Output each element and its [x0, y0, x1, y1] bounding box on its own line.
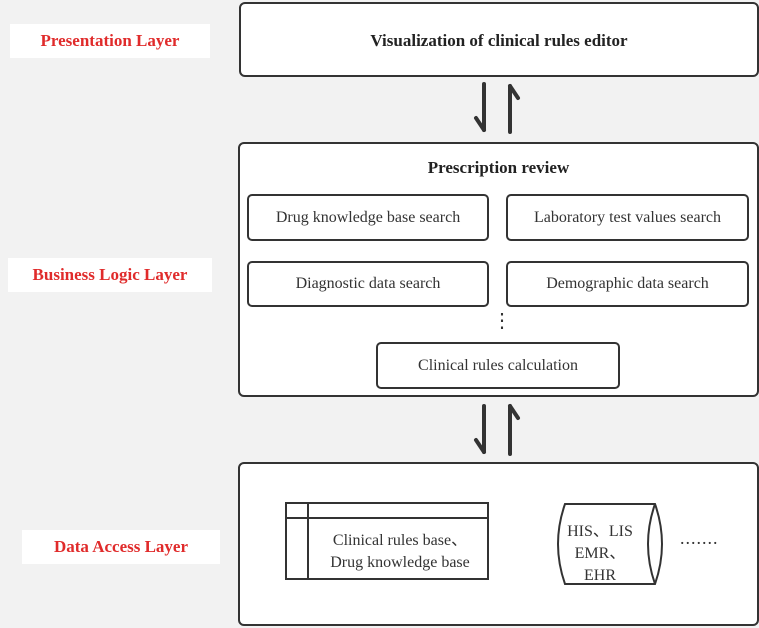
presentation-title: Visualization of clinical rules editor	[370, 31, 628, 50]
prescription-review-title: Prescription review	[427, 158, 570, 177]
presentation-box: Visualization of clinical rules editor	[239, 2, 759, 77]
bidirectional-arrow-top	[474, 82, 520, 134]
business-logic-layer-label: Business Logic Layer	[8, 258, 212, 292]
external-systems-cylinder-icon	[557, 503, 663, 585]
more-sources-ellipsis: .......	[680, 528, 719, 548]
presentation-layer-label: Presentation Layer	[10, 24, 210, 58]
drug-knowledge-search-item: Drug knowledge base search	[247, 194, 489, 241]
clinical-rules-calculation-item: Clinical rules calculation	[376, 342, 620, 389]
laboratory-test-search-item: Laboratory test values search	[506, 194, 749, 241]
demographic-data-search-item: Demographic data search	[506, 261, 749, 307]
bidirectional-arrow-bottom	[474, 404, 520, 456]
diagnostic-data-search-item: Diagnostic data search	[247, 261, 489, 307]
emr-ehr-label: EMR、EHR	[574, 545, 626, 584]
rules-base-line1: Clinical rules base、	[332, 532, 468, 549]
more-items-ellipsis: ⋮	[492, 310, 512, 332]
rules-base-line2: Drug knowledge base	[330, 554, 470, 571]
his-lis-label: HIS、LIS	[567, 523, 633, 540]
data-access-layer-label: Data Access Layer	[22, 530, 220, 564]
database-table-icon	[285, 502, 489, 580]
